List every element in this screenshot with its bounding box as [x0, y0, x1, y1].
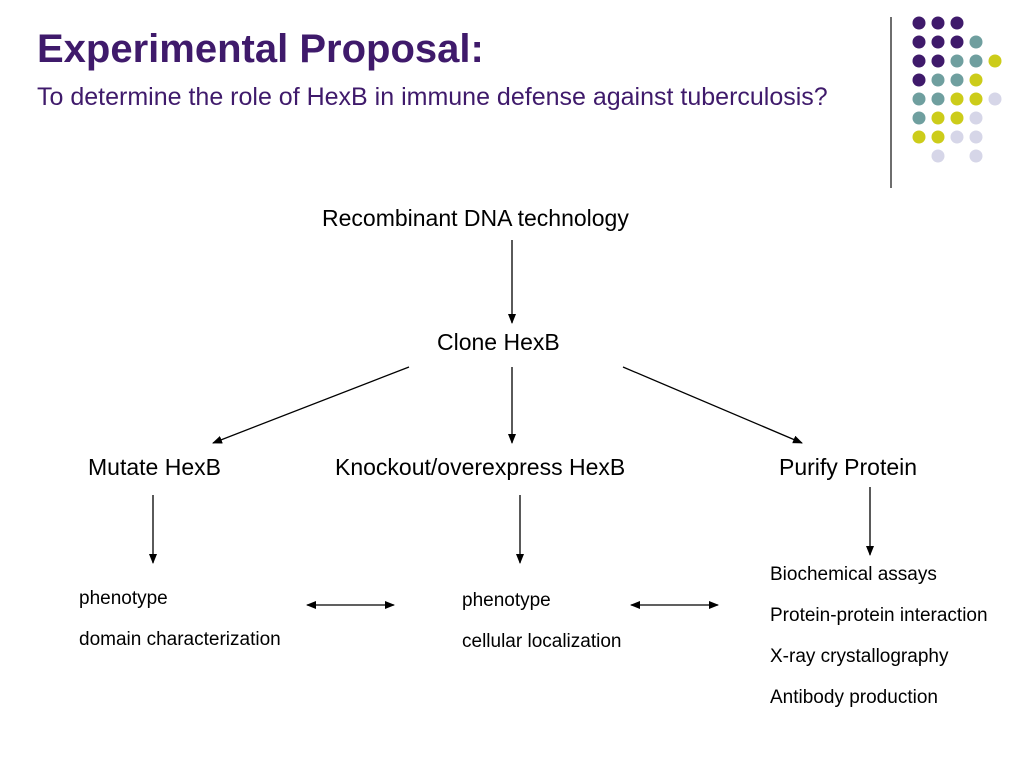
node-mutate-hexb: Mutate HexB: [88, 454, 221, 480]
outcome-item: cellular localization: [462, 631, 622, 652]
decor-dot: [988, 54, 1002, 68]
decor-dot: [912, 130, 926, 144]
slide-title: Experimental Proposal:: [37, 27, 484, 71]
outcome-item: domain characterization: [79, 629, 281, 650]
decor-dot: [931, 73, 945, 87]
decor-dot: [912, 54, 926, 68]
decor-dot: [988, 92, 1002, 106]
outcome-item: X-ray crystallography: [770, 646, 949, 667]
decorative-dot-grid: [912, 16, 1002, 163]
decor-dot: [950, 54, 964, 68]
decor-dot: [950, 16, 964, 30]
decor-dot: [950, 73, 964, 87]
decor-dot: [931, 92, 945, 106]
decor-dot: [912, 111, 926, 125]
decor-dot: [969, 111, 983, 125]
decor-dot: [950, 35, 964, 49]
decor-dot: [969, 130, 983, 144]
slide-subtitle: To determine the role of HexB in immune …: [37, 83, 828, 111]
decor-dot: [969, 92, 983, 106]
decor-dot: [950, 111, 964, 125]
decor-dot: [931, 111, 945, 125]
decor-dot: [912, 73, 926, 87]
outcomes-purify: Biochemical assays Protein-protein inter…: [770, 563, 1010, 727]
node-recombinant-dna: Recombinant DNA technology: [322, 205, 629, 231]
outcome-item: phenotype: [462, 590, 551, 611]
decor-dot: [912, 92, 926, 106]
decorative-divider: [890, 17, 892, 188]
decor-dot: [950, 130, 964, 144]
decor-dot: [969, 73, 983, 87]
outcome-item: Biochemical assays: [770, 564, 937, 585]
decor-dot: [931, 130, 945, 144]
arrow-clone-to-mutate: [212, 366, 410, 444]
outcome-item: Antibody production: [770, 687, 938, 708]
decor-dot: [931, 16, 945, 30]
decor-dot: [931, 54, 945, 68]
node-knockout-overexpress: Knockout/overexpress HexB: [335, 454, 626, 480]
node-purify-protein: Purify Protein: [779, 454, 918, 480]
arrow-clone-to-purify: [622, 366, 803, 444]
decor-dot: [931, 35, 945, 49]
outcomes-mutate: phenotype domain characterization: [79, 587, 281, 669]
decor-dot: [969, 54, 983, 68]
decor-dot: [931, 149, 945, 163]
decor-dot: [912, 16, 926, 30]
decor-dot: [969, 149, 983, 163]
decor-dot: [950, 92, 964, 106]
decor-dot: [912, 35, 926, 49]
decor-dot: [969, 35, 983, 49]
outcome-item: Protein-protein interaction: [770, 605, 988, 626]
node-clone-hexb: Clone HexB: [437, 329, 560, 355]
outcome-item: phenotype: [79, 588, 168, 609]
outcomes-knockout: phenotype cellular localization: [462, 589, 621, 671]
